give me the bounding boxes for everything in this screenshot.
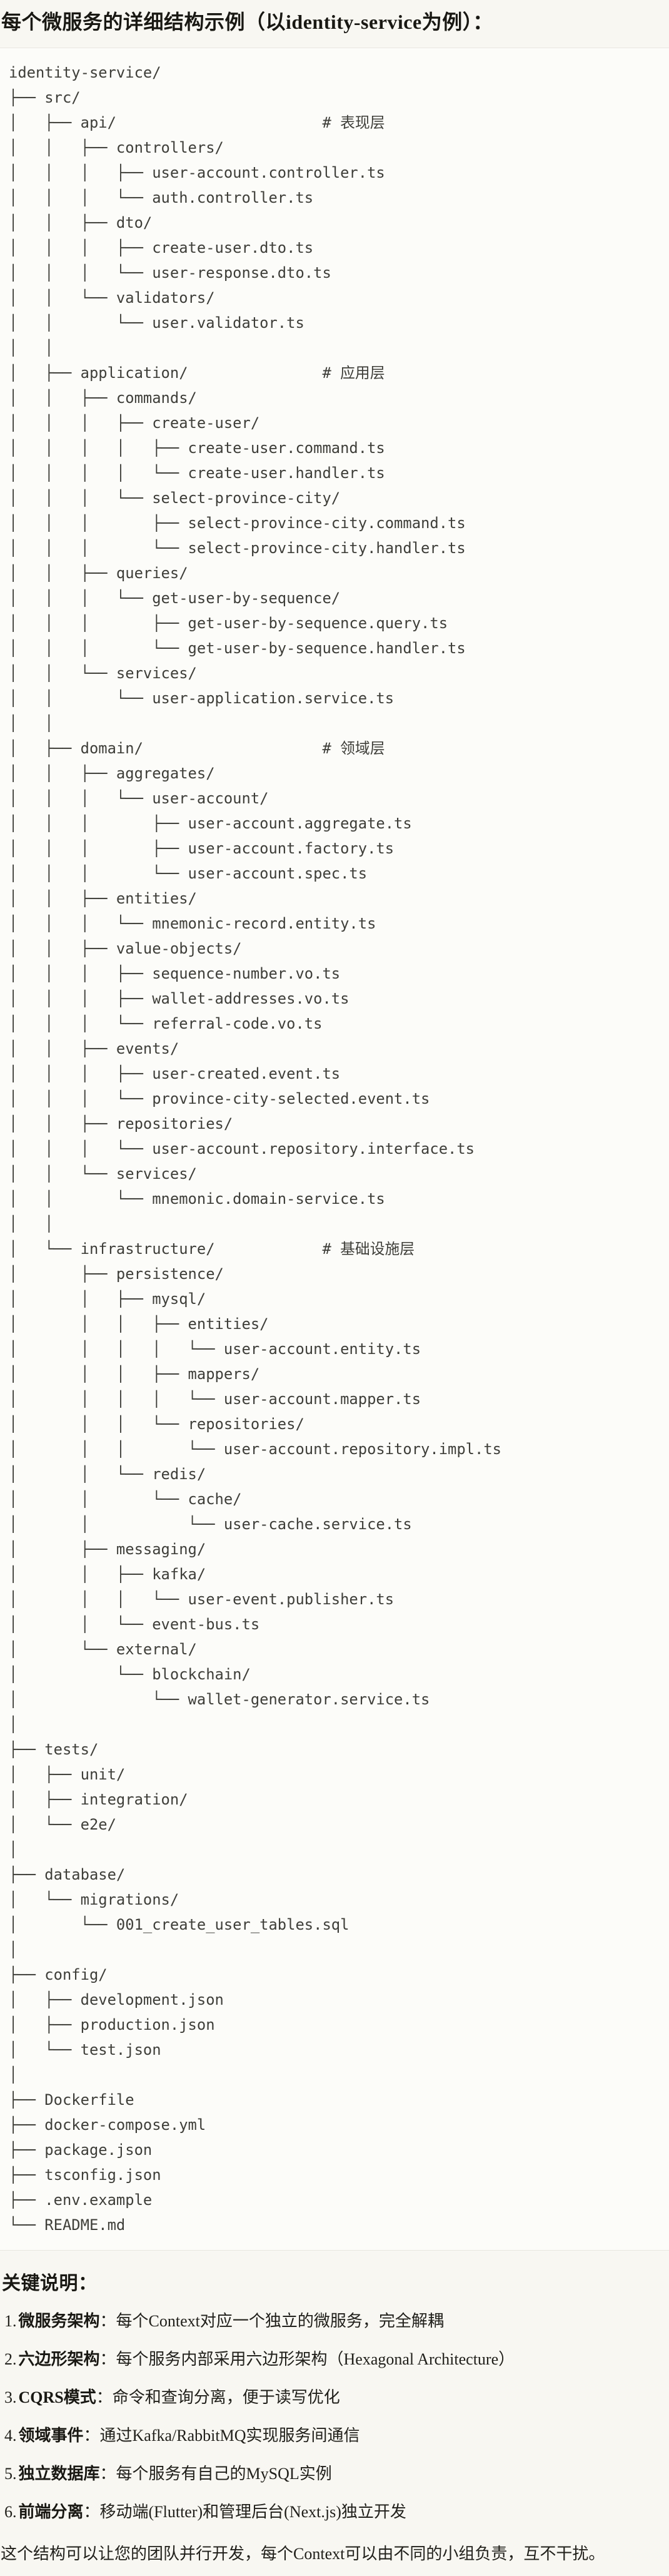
- closing-paragraph: 这个结构可以让您的团队并行开发，每个Context可以由不同的小组负责，互不干扰…: [1, 2545, 605, 2563]
- note-text: ：每个Context对应一个独立的微服务，完全解耦: [99, 2312, 444, 2330]
- note-item: 4.领域事件：通过Kafka/RabbitMQ实现服务间通信: [4, 2425, 664, 2446]
- note-item: 6.前端分离：移动端(Flutter)和管理后台(Next.js)独立开发: [4, 2502, 664, 2523]
- note-item: 1.微服务架构：每个Context对应一个独立的微服务，完全解耦: [4, 2311, 664, 2332]
- note-number: 4.: [4, 2426, 17, 2445]
- note-number: 6.: [4, 2503, 17, 2521]
- note-term: CQRS模式: [18, 2388, 96, 2406]
- note-number: 1.: [4, 2312, 17, 2330]
- note-text: ：通过Kafka/RabbitMQ实现服务间通信: [83, 2426, 360, 2445]
- note-text: ：命令和查询分离，便于读写优化: [96, 2388, 340, 2406]
- note-item: 5.独立数据库：每个服务有自己的MySQL实例: [4, 2463, 664, 2485]
- page-title: 每个微服务的详细结构示例（以identity-service为例）：: [1, 11, 493, 33]
- directory-tree: identity-service/ ├── src/ │ ├── api/ # …: [0, 48, 669, 2251]
- note-text: ：每个服务有自己的MySQL实例: [99, 2465, 332, 2483]
- note-term: 微服务架构: [18, 2312, 100, 2330]
- note-term: 独立数据库: [18, 2465, 100, 2483]
- note-term: 前端分离: [18, 2503, 84, 2521]
- note-number: 3.: [4, 2388, 17, 2406]
- note-term: 领域事件: [18, 2426, 84, 2445]
- notes-list: 1.微服务架构：每个Context对应一个独立的微服务，完全解耦 2.六边形架构…: [0, 2311, 669, 2523]
- note-text: ：每个服务内部采用六边形架构（Hexagonal Architecture）: [99, 2350, 515, 2368]
- note-item: 2.六边形架构：每个服务内部采用六边形架构（Hexagonal Architec…: [4, 2349, 664, 2370]
- note-number: 5.: [4, 2465, 17, 2483]
- note-term: 六边形架构: [18, 2350, 100, 2368]
- notes-heading: 关键说明：: [2, 2273, 98, 2294]
- note-item: 3.CQRS模式：命令和查询分离，便于读写优化: [4, 2387, 664, 2408]
- note-text: ：移动端(Flutter)和管理后台(Next.js)独立开发: [83, 2503, 406, 2521]
- note-number: 2.: [4, 2350, 17, 2368]
